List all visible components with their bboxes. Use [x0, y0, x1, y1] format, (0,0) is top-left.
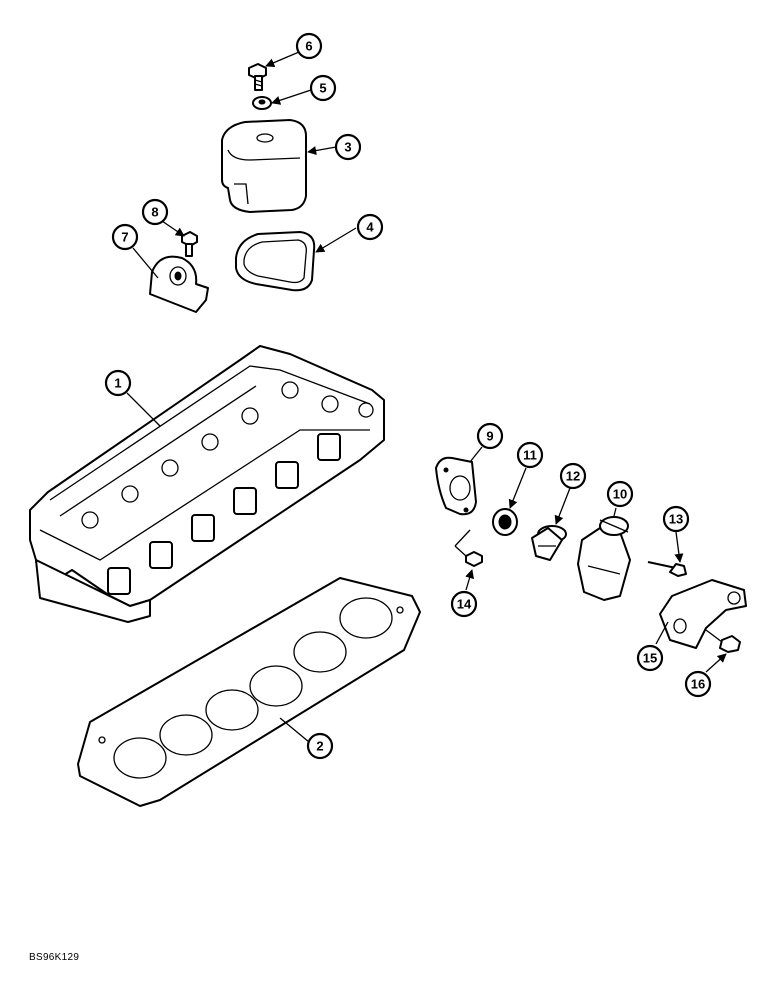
- callout-12-label: 12: [566, 469, 580, 484]
- callout-5: 5: [309, 74, 337, 102]
- leader-16: [705, 653, 727, 673]
- callout-7: 7: [111, 223, 139, 251]
- callout-1: 1: [104, 369, 132, 397]
- gasket-part-4: [235, 231, 316, 292]
- leader-6: [265, 51, 300, 67]
- bolt-part-14: [454, 529, 483, 567]
- leader-5: [271, 89, 312, 105]
- leader-13: [674, 531, 684, 563]
- callout-14-label: 14: [457, 597, 472, 612]
- callout-16: 16: [684, 670, 712, 698]
- callout-8: 8: [141, 198, 169, 226]
- flange-part-9: [435, 456, 477, 516]
- leader-11: [508, 467, 527, 509]
- callout-15-label: 15: [643, 651, 657, 666]
- leader-15: [655, 621, 669, 645]
- callout-11-label: 11: [523, 448, 537, 463]
- cylinder-head-part-1: [29, 345, 385, 623]
- bolt-part-13: [647, 561, 687, 577]
- callout-8-label: 8: [151, 205, 158, 220]
- leader-3: [307, 146, 337, 156]
- callout-3-label: 3: [344, 140, 351, 155]
- leader-7: [132, 247, 159, 279]
- thermostat-part-12: [531, 525, 567, 561]
- leader-1: [126, 392, 161, 427]
- bracket-part-15: [659, 579, 747, 649]
- callout-15: 15: [636, 644, 664, 672]
- callout-10: 10: [606, 480, 634, 508]
- leader-lines: [126, 51, 727, 743]
- leader-4: [315, 227, 357, 253]
- callout-12: 12: [559, 462, 587, 490]
- leader-9: [469, 446, 483, 463]
- callout-4-label: 4: [366, 220, 374, 235]
- callout-5-label: 5: [319, 81, 326, 96]
- callout-2-label: 2: [316, 739, 323, 754]
- thermostat-housing-part-10: [577, 516, 631, 601]
- head-gasket-part-2: [77, 577, 421, 807]
- callout-1-label: 1: [114, 376, 121, 391]
- callout-13-label: 13: [669, 512, 683, 527]
- bolt-part-6: [248, 63, 267, 91]
- leader-2: [279, 717, 310, 743]
- callout-14: 14: [450, 590, 478, 618]
- bolt-part-16: [705, 629, 741, 653]
- bracket-part-7: [149, 255, 209, 313]
- callout-10-label: 10: [613, 487, 627, 502]
- callout-13: 13: [662, 505, 690, 533]
- callout-11: 11: [516, 441, 544, 469]
- callout-3: 3: [334, 133, 362, 161]
- callout-4: 4: [356, 213, 384, 241]
- callout-9: 9: [476, 422, 504, 450]
- washer-part-5: [252, 96, 272, 110]
- leader-10: [613, 507, 617, 517]
- cover-part-3: [221, 119, 307, 213]
- leader-8: [161, 220, 185, 237]
- leader-14: [465, 569, 475, 591]
- callout-2: 2: [306, 732, 334, 760]
- callout-16-label: 16: [691, 677, 705, 692]
- callout-6-label: 6: [305, 39, 312, 54]
- seal-part-11: [492, 508, 518, 536]
- figure-code: BS96K129: [29, 952, 80, 963]
- callout-6: 6: [295, 32, 323, 60]
- bolt-part-8: [181, 231, 198, 257]
- callout-7-label: 7: [121, 230, 128, 245]
- leader-12: [554, 487, 571, 525]
- callout-9-label: 9: [486, 429, 493, 444]
